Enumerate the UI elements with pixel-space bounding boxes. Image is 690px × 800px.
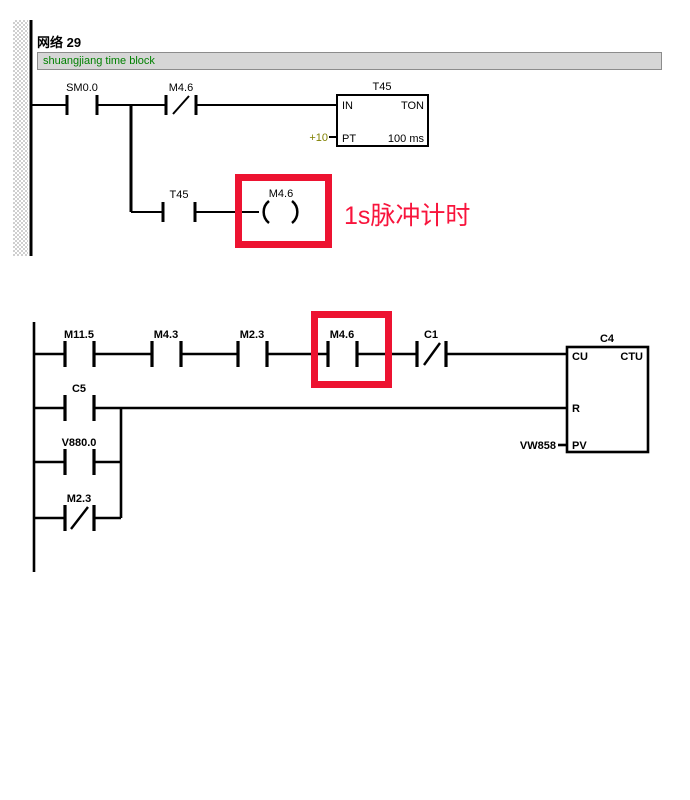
timer-box xyxy=(336,94,429,147)
contact-label: M4.6 xyxy=(330,329,354,341)
network-selection-margin[interactable] xyxy=(13,20,28,256)
nc-slash xyxy=(70,506,89,530)
timer-time-base: 100 ms xyxy=(388,133,425,145)
contact-label: M4.6 xyxy=(169,82,193,94)
nc-slash xyxy=(172,95,190,115)
counter-name: C4 xyxy=(600,333,615,345)
contact-m2-3[interactable]: M2.3 xyxy=(236,329,269,367)
contact-c1-nc[interactable]: C1 xyxy=(415,329,448,367)
counter-pv-label: PV xyxy=(572,440,587,452)
contact-label: C5 xyxy=(72,383,86,395)
coil-m4-6[interactable]: M4.6 xyxy=(262,188,299,224)
contact-v880-0[interactable]: V880.0 xyxy=(62,437,97,475)
highlight-box-coil xyxy=(235,174,332,248)
counter-cu-label: CU xyxy=(572,351,588,363)
contact-label: SM0.0 xyxy=(66,82,98,94)
counter-box xyxy=(565,345,650,454)
contact-m4-3[interactable]: M4.3 xyxy=(150,329,183,367)
coil-left-arc xyxy=(262,200,270,224)
counter-pv-value[interactable]: VW858 xyxy=(520,440,556,452)
contact-m4-6[interactable]: M4.6 xyxy=(326,329,359,367)
network-comment-bar[interactable]: shuangjiang time block xyxy=(37,52,662,70)
contact-sm0-0[interactable]: SM0.0 xyxy=(65,82,99,115)
network-29-ladder: SM0.0 M4.6 T45 IN TON PT 100 ms +10 T45 … xyxy=(29,20,429,256)
network-title: 网络 29 xyxy=(37,35,82,50)
contact-label: C1 xyxy=(424,329,438,341)
counter-type: CTU xyxy=(620,351,643,363)
contact-c5[interactable]: C5 xyxy=(63,383,96,421)
contact-label: V880.0 xyxy=(62,437,97,449)
timer-pt-value[interactable]: +10 xyxy=(309,132,328,144)
contact-m11-5[interactable]: M11.5 xyxy=(63,329,96,367)
counter-r-label: R xyxy=(572,403,580,415)
timer-name: T45 xyxy=(373,81,392,93)
contact-label: M11.5 xyxy=(64,329,94,341)
contact-label: M2.3 xyxy=(67,493,91,505)
timer-block-t45[interactable]: T45 IN TON PT 100 ms +10 xyxy=(309,81,429,147)
timer-in-label: IN xyxy=(342,100,353,112)
contact-label: T45 xyxy=(170,189,189,201)
counter-block-c4[interactable]: C4 CU CTU R PV VW858 xyxy=(520,333,650,454)
timer-pt-label: PT xyxy=(342,133,356,145)
lower-ladder: M11.5 M4.3 M2.3 M4.6 C1 C5 V880.0 xyxy=(32,322,650,572)
coil-label: M4.6 xyxy=(269,188,293,200)
pulse-timing-annotation: 1s脉冲计时 xyxy=(344,202,471,230)
highlight-box-contact xyxy=(311,311,392,388)
contact-label: M2.3 xyxy=(240,329,264,341)
contact-label: M4.3 xyxy=(154,329,178,341)
timer-type: TON xyxy=(401,100,424,112)
nc-slash xyxy=(423,342,441,366)
coil-right-arc xyxy=(291,200,299,224)
contact-m4-6-nc[interactable]: M4.6 xyxy=(164,82,198,115)
contact-t45[interactable]: T45 xyxy=(161,189,197,222)
contact-m2-3-nc[interactable]: M2.3 xyxy=(63,493,96,531)
